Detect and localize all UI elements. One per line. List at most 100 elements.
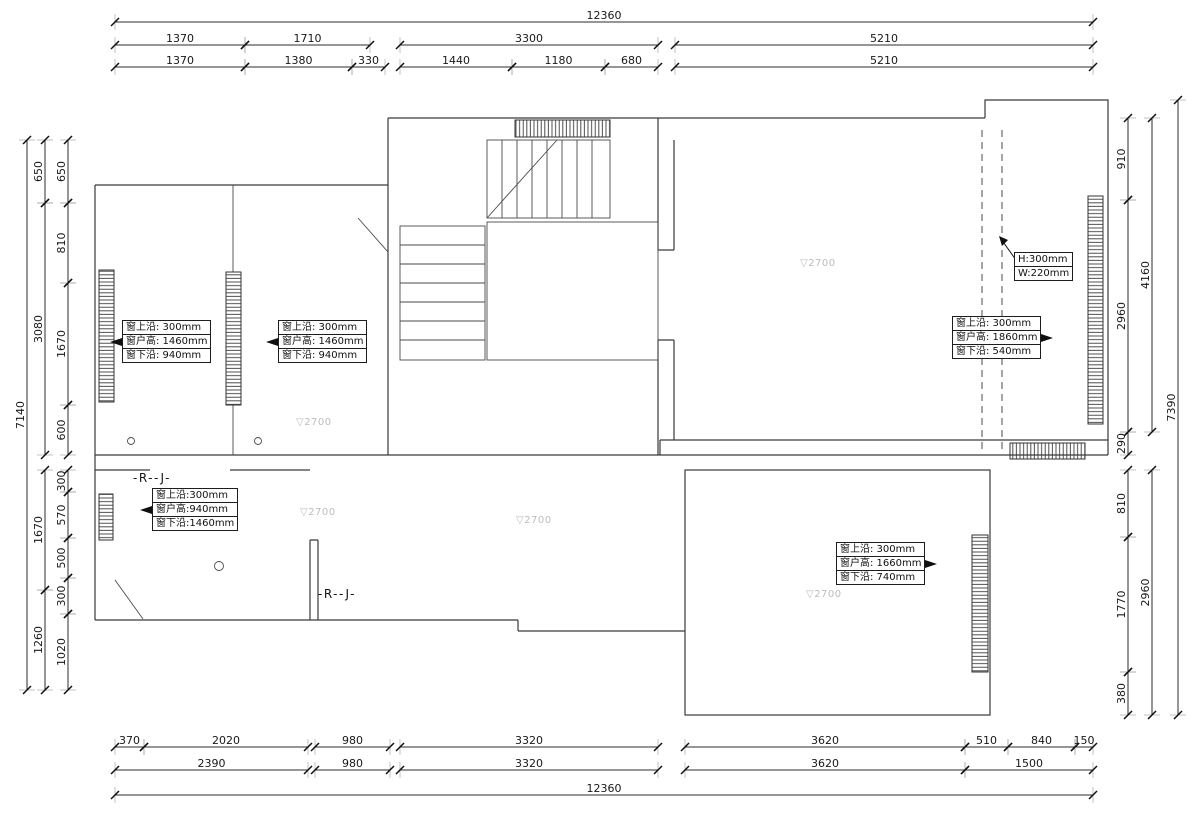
window-note-lower-left-window-line: 窗上沿:300mm [152,488,239,503]
window-note-right-wall-window-line: 窗下沿: 540mm [952,344,1042,359]
window-note-upper-left-window-line: 窗下沿: 940mm [122,348,212,363]
dim-label: 980 [342,734,363,747]
window [225,271,242,406]
dim-label: 370 [119,734,140,747]
dim-label: 150 [1074,734,1095,747]
window [98,269,115,403]
walls [94,99,1109,716]
dim-label: 3620 [811,734,839,747]
window-note-lower-right-window-line: 窗下沿: 740mm [836,570,926,585]
dim-label: 1370 [166,54,194,67]
dim-label: 650 [55,161,68,182]
beam-size-note-line: W:220mm [1014,266,1074,281]
dim-label: 5210 [870,54,898,67]
dim-label: 1670 [55,330,68,358]
rj-label: -R--J- [133,471,171,485]
windows [98,119,1104,673]
beam-size-note-line: H:300mm [1014,252,1074,267]
dim-label: 510 [976,734,997,747]
window-note-lower-left-window-line: 窗下沿:1460mm [152,516,239,531]
circle-symbols [127,437,262,571]
dim-label: 810 [55,233,68,254]
dim-label: 810 [1115,493,1128,514]
window-note-right-wall-window-line: 窗上沿: 300mm [952,316,1042,331]
dim-label: 1180 [545,54,573,67]
rj-label: -R--J- [318,587,356,601]
window [1009,442,1086,460]
dim-label: 3620 [811,757,839,770]
dim-label: 600 [55,420,68,441]
dim-label: 7140 [14,401,27,429]
dim-label: 7390 [1165,394,1178,422]
dim-label: 1440 [442,54,470,67]
dim-label: 300 [55,471,68,492]
dim-label: 12360 [587,9,622,22]
dim-label: 2960 [1115,302,1128,330]
note-arrow-left-icon [140,505,152,514]
dim-label: 300 [55,586,68,607]
window-note-lower-left-window-line: 窗户高:940mm [152,502,239,517]
dim-label: 650 [32,161,45,182]
dim-label: 3300 [515,32,543,45]
dim-label: 3320 [515,757,543,770]
ceiling-height-marker: ▽2700 [800,258,836,269]
beam-dashed-lines [981,130,1003,452]
dim-label: 5210 [870,32,898,45]
window-note-lower-right-window-line: 窗上沿: 300mm [836,542,926,557]
dim-label: 1260 [32,626,45,654]
window [514,119,611,138]
window-note-upper-mid-window-line: 窗上沿: 300mm [278,320,368,335]
dim-label: 1500 [1015,757,1043,770]
window-note-upper-left-window-line: 窗户高: 1460mm [122,334,212,349]
window-note-upper-mid-window-line: 窗下沿: 940mm [278,348,368,363]
dim-label: 4160 [1139,261,1152,289]
ceiling-height-marker: ▽2700 [806,589,842,600]
dim-label: 1670 [32,516,45,544]
dim-label: 570 [55,505,68,526]
dim-label: 2390 [198,757,226,770]
dim-label: 330 [358,54,379,67]
dim-label: 1020 [55,638,68,666]
dim-label: 3080 [32,315,45,343]
window-note-upper-left-window-line: 窗上沿: 300mm [122,320,212,335]
window [98,493,114,541]
dim-label: 12360 [587,782,622,795]
dim-label: 500 [55,548,68,569]
dim-label: 380 [1115,683,1128,704]
window [1087,195,1104,425]
window-note-upper-mid-window-line: 窗户高: 1460mm [278,334,368,349]
ceiling-height-marker: ▽2700 [300,507,336,518]
window-note-right-wall-window-line: 窗户高: 1860mm [952,330,1042,345]
dimension-layer: 12360 1370 1710 3300 5210 1370 1380 330 1440 1180… [14,9,1186,803]
dim-label: 910 [1115,149,1128,170]
window [971,534,989,673]
ceiling-height-marker: ▽2700 [296,417,332,428]
dim-label: 980 [342,757,363,770]
dim-label: 290 [1115,433,1128,454]
staircase [399,139,659,361]
note-arrow-right-icon [1041,333,1054,342]
dim-label: 840 [1031,734,1052,747]
dim-label: 680 [621,54,642,67]
note-arrow-right-icon [925,559,938,568]
dim-label: 2020 [212,734,240,747]
dim-label: 1710 [294,32,322,45]
window-note-lower-right-window-line: 窗户高: 1660mm [836,556,926,571]
note-arrow-left-icon [110,337,122,346]
dim-label: 1380 [285,54,313,67]
dim-label: 2960 [1139,579,1152,607]
ceiling-height-marker: ▽2700 [516,515,552,526]
leader-arrow [999,236,1017,261]
note-arrow-left-icon [266,337,278,346]
dim-label: 1370 [166,32,194,45]
dim-label: 3320 [515,734,543,747]
